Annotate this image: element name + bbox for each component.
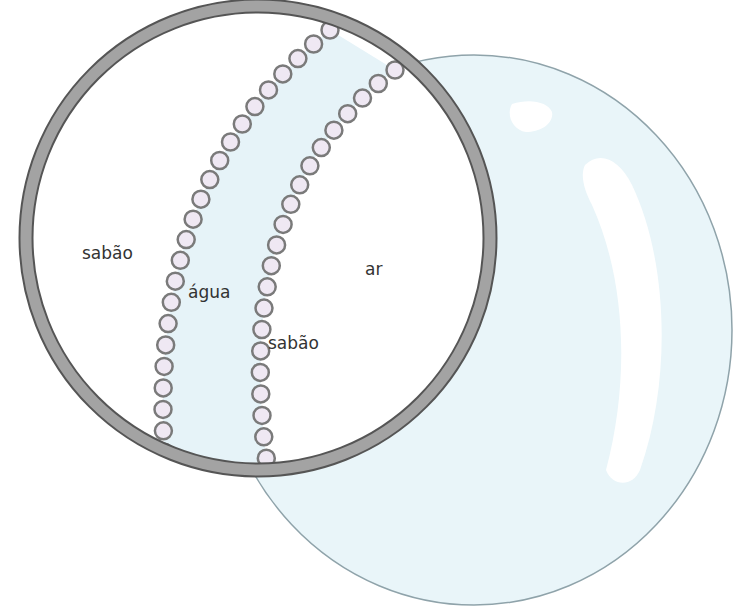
bubble-highlight [583, 158, 662, 483]
soap-molecule [211, 152, 228, 169]
soap-molecule [354, 90, 371, 107]
soap-molecule [185, 211, 202, 228]
soap-molecule [259, 278, 276, 295]
film-label: sabão [268, 333, 319, 353]
water-layer [163, 30, 395, 470]
soap-molecule [167, 273, 184, 290]
magnifier-ring [26, 6, 490, 470]
layer-label: água [188, 282, 230, 302]
magnifier-ring-edge [33, 13, 484, 464]
soap-molecule [155, 379, 172, 396]
soap-molecule [246, 98, 263, 115]
soap-molecule [222, 134, 239, 151]
soap-molecule [301, 157, 318, 174]
soap-molecule [252, 364, 269, 381]
soap-molecule [275, 216, 292, 233]
soap-molecule [157, 336, 174, 353]
soap-molecule [305, 36, 322, 53]
film-label: sabão [82, 243, 133, 263]
soap-molecule [282, 196, 299, 213]
bubble-highlight [510, 101, 553, 132]
soap-molecule [234, 116, 251, 133]
soap-molecule [253, 321, 270, 338]
soap-molecule [155, 401, 172, 418]
soap-molecules [155, 22, 404, 467]
region-label: ar [365, 259, 382, 279]
soap-molecule [313, 139, 330, 156]
soap-molecule [256, 300, 273, 317]
soap-molecule [163, 294, 180, 311]
soap-molecule [201, 171, 218, 188]
soap-molecule [156, 358, 173, 375]
soap-molecule [339, 105, 356, 122]
soap-molecule [255, 428, 272, 445]
soap-molecule [252, 342, 269, 359]
soap-molecule [252, 385, 269, 402]
soap-molecule [155, 422, 172, 439]
magnifier-ring-edge [20, 0, 497, 477]
soap-molecule [254, 407, 271, 424]
soap-molecule [291, 176, 308, 193]
soap-molecule [160, 315, 177, 332]
soap-molecule [192, 191, 209, 208]
soap-molecule [325, 122, 342, 139]
soap-molecule [263, 257, 280, 274]
soap-molecule [274, 65, 291, 82]
soap-molecule [289, 50, 306, 67]
soap-molecule [268, 236, 285, 253]
soap-molecule [370, 75, 387, 92]
soap-molecule [178, 231, 195, 248]
soap-molecule [172, 252, 189, 269]
soap-molecule [260, 81, 277, 98]
